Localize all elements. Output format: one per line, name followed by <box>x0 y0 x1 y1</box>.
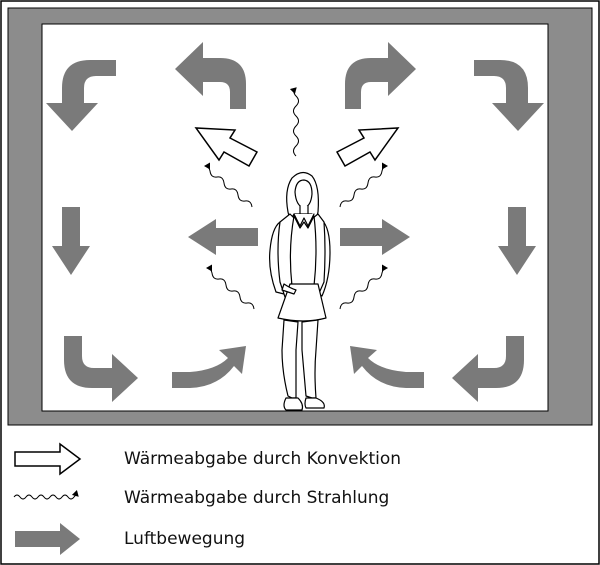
radiation-arrow-lower-right <box>339 264 388 310</box>
air-arrow-top-right-corner <box>474 60 544 131</box>
radiation-arrow-lower-left <box>206 264 255 310</box>
person-face <box>294 179 313 209</box>
legend-air-icon <box>15 523 80 555</box>
air-arrow-bottom-right-corner <box>452 336 524 402</box>
person-shoe-right <box>304 397 325 409</box>
person-top <box>289 215 317 287</box>
legend-air-label: Luftbewegung <box>124 529 246 549</box>
air-arrow-bottom-left-corner <box>64 336 138 402</box>
air-arrow-left-down <box>52 207 90 275</box>
person-figure <box>269 171 331 411</box>
air-arrow-bottom-center-right <box>350 346 424 388</box>
air-arrow-right-down <box>498 207 536 275</box>
air-arrow-top-right-turn <box>345 42 416 109</box>
air-arrow-bottom-center-left <box>172 346 246 388</box>
convection-arrow-left <box>194 127 259 168</box>
radiation-arrow-upper-left <box>204 162 253 208</box>
radiation-arrow-up <box>289 87 299 157</box>
air-arrow-top-left-turn <box>175 42 246 109</box>
air-arrow-top-left-corner <box>46 60 116 131</box>
legend-convection-icon <box>14 442 82 476</box>
legend-radiation-label: Wärmeabgabe durch Strahlung <box>124 488 390 508</box>
person-shoe-left <box>283 397 304 411</box>
convection-arrow-right <box>335 127 400 168</box>
legend-convection-label: Wärmeabgabe durch Konvektion <box>124 449 402 469</box>
legend-radiation-icon <box>13 489 79 500</box>
air-arrow-middle-right <box>340 219 410 255</box>
room-walls <box>7 7 593 426</box>
air-arrow-middle-left <box>188 219 258 255</box>
radiation-arrow-upper-right <box>339 162 388 208</box>
